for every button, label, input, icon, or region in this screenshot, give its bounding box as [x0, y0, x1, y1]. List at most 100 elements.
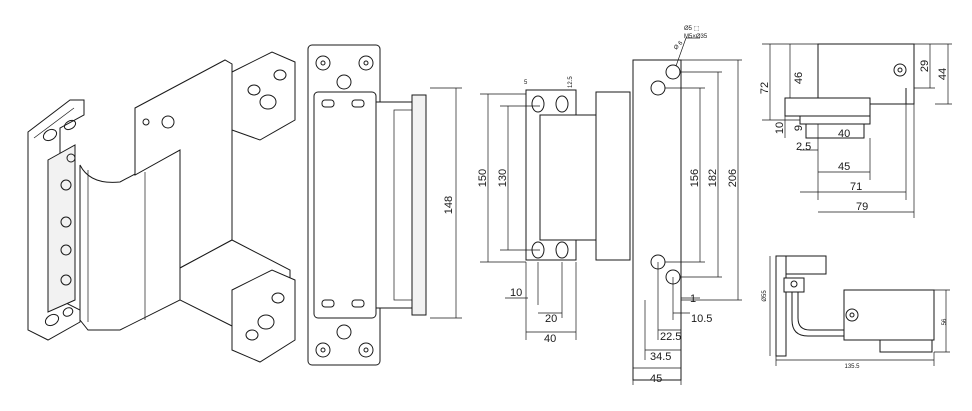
dim-71-label: 71 — [850, 181, 862, 193]
right-top-hole-1 — [247, 84, 261, 96]
dim-line-71 — [800, 104, 907, 200]
dim-29-label: 29 — [919, 60, 931, 72]
dim-12-5-label: 12.5 — [568, 76, 574, 88]
dim-44-label: 44 — [937, 68, 949, 80]
dim-line-182 — [680, 71, 722, 278]
dim-d55-label: Ø55 — [762, 290, 768, 302]
front-slot-2 — [351, 99, 365, 108]
dim-line-148 — [430, 87, 462, 319]
dim-10-label: 10 — [510, 287, 522, 299]
dim-20-label: 20 — [545, 313, 557, 325]
dim-line-45b — [817, 124, 871, 200]
dim-line-150 — [480, 93, 526, 263]
right-top-hole-2 — [273, 69, 287, 81]
dim-line-44 — [935, 43, 952, 105]
front-hole-bl — [315, 342, 331, 358]
top-bottom-block — [805, 123, 865, 139]
front-hole-tl — [315, 55, 331, 71]
dim-40-label: 40 — [544, 333, 556, 345]
front-hole-tl-center — [320, 60, 326, 66]
screw-leader — [675, 37, 700, 67]
side-cover — [539, 114, 601, 241]
dim-line-79 — [818, 104, 915, 218]
dim-line-135 — [775, 352, 935, 366]
front-slot-3 — [321, 299, 335, 308]
dim-150-label: 150 — [477, 169, 489, 187]
dim-130-label: 130 — [497, 169, 509, 187]
left-plate-hole-bottom — [44, 313, 60, 327]
side-hole-br — [555, 241, 569, 259]
bottom-pin-center — [849, 312, 855, 318]
dim-line-20 — [538, 262, 563, 318]
top-lower-leaf — [799, 115, 871, 125]
adjust-screw-4 — [60, 274, 72, 286]
top-body-pin-center — [897, 67, 903, 73]
left-plate-hole-top — [42, 128, 58, 142]
front-right-leaf — [411, 94, 427, 316]
right-bottom-hole-3 — [257, 314, 275, 330]
screw-label-1: Ø5 ⬚ — [684, 26, 700, 32]
top-body-pin — [893, 63, 907, 77]
top-section-view: 72 46 29 44 10 9 40 2.5 45 71 79 — [759, 43, 952, 218]
dim-56-label: 56 — [942, 318, 948, 325]
dim-22-5-label: 22.5 — [660, 331, 681, 343]
top-mid-leaf — [784, 97, 871, 117]
screw-label-2: M5×Ø35 — [684, 34, 708, 40]
right-bottom-hole-2 — [271, 292, 285, 304]
adjustment-strip — [47, 144, 76, 313]
dim-line-10 — [505, 262, 539, 305]
isometric-hinge-view — [27, 51, 296, 363]
bottom-pin — [845, 308, 859, 322]
front-hole-bl-center — [320, 347, 326, 353]
dim-line-22-5 — [657, 262, 681, 340]
dim-line-34-5 — [644, 300, 681, 360]
dim-182-label: 182 — [707, 169, 719, 187]
dim-line-156 — [665, 87, 705, 263]
front-slot-1 — [321, 99, 335, 108]
dim-line-130 — [500, 105, 540, 251]
bottom-mount-hole — [790, 280, 798, 288]
dim-72-label: 72 — [759, 82, 771, 94]
left-plate-hole-top-2 — [63, 119, 77, 131]
bottom-lower-block — [879, 339, 933, 353]
front-hinge-body — [375, 101, 419, 309]
bottom-mount — [783, 277, 805, 293]
side-body — [595, 91, 631, 261]
adjust-screw-top — [66, 153, 76, 163]
side-dimension-view: 150 130 156 182 206 5 12.5 Ø5 ⬚ M5×Ø35 Ø… — [477, 26, 742, 385]
dim-206-label: 206 — [727, 169, 739, 187]
dim-46-label: 46 — [793, 72, 805, 84]
dim-9-label: 9 — [793, 125, 805, 131]
front-slot-4 — [351, 299, 365, 308]
front-hole-bc — [336, 324, 352, 340]
top-body — [817, 43, 915, 105]
right-bottom-hole-1 — [245, 329, 259, 341]
side-hole-tl — [531, 95, 545, 113]
bottom-back-plate — [775, 255, 787, 357]
front-hole-tr — [358, 55, 374, 71]
dim-line-56 — [934, 289, 950, 353]
dim-10b-label: 10 — [774, 122, 786, 134]
dim-148-label: 148 — [443, 196, 455, 214]
hole-label: Ø 6 — [673, 40, 685, 52]
front-hole-br-center — [363, 347, 369, 353]
dim-135-label: 135.5 — [844, 364, 860, 370]
dim-40b-label: 40 — [838, 128, 850, 140]
side-hole-tr — [555, 95, 569, 113]
right-top-hole-3 — [259, 94, 277, 110]
bottom-arm-inner — [797, 292, 845, 331]
dim-line-40 — [525, 262, 577, 340]
dim-line-206 — [681, 59, 742, 301]
dim-1-label: 1 — [690, 293, 696, 305]
dim-45b-label: 45 — [838, 161, 850, 173]
adjust-screw-3 — [60, 244, 72, 256]
front-hole-tc — [336, 74, 352, 90]
front-cover — [313, 91, 377, 319]
hinge-pin-screw — [161, 115, 175, 129]
adjust-screw-1 — [60, 179, 72, 191]
dim-line-29 — [914, 43, 935, 89]
left-leaf-edge — [33, 107, 75, 139]
dim-156-label: 156 — [689, 169, 701, 187]
